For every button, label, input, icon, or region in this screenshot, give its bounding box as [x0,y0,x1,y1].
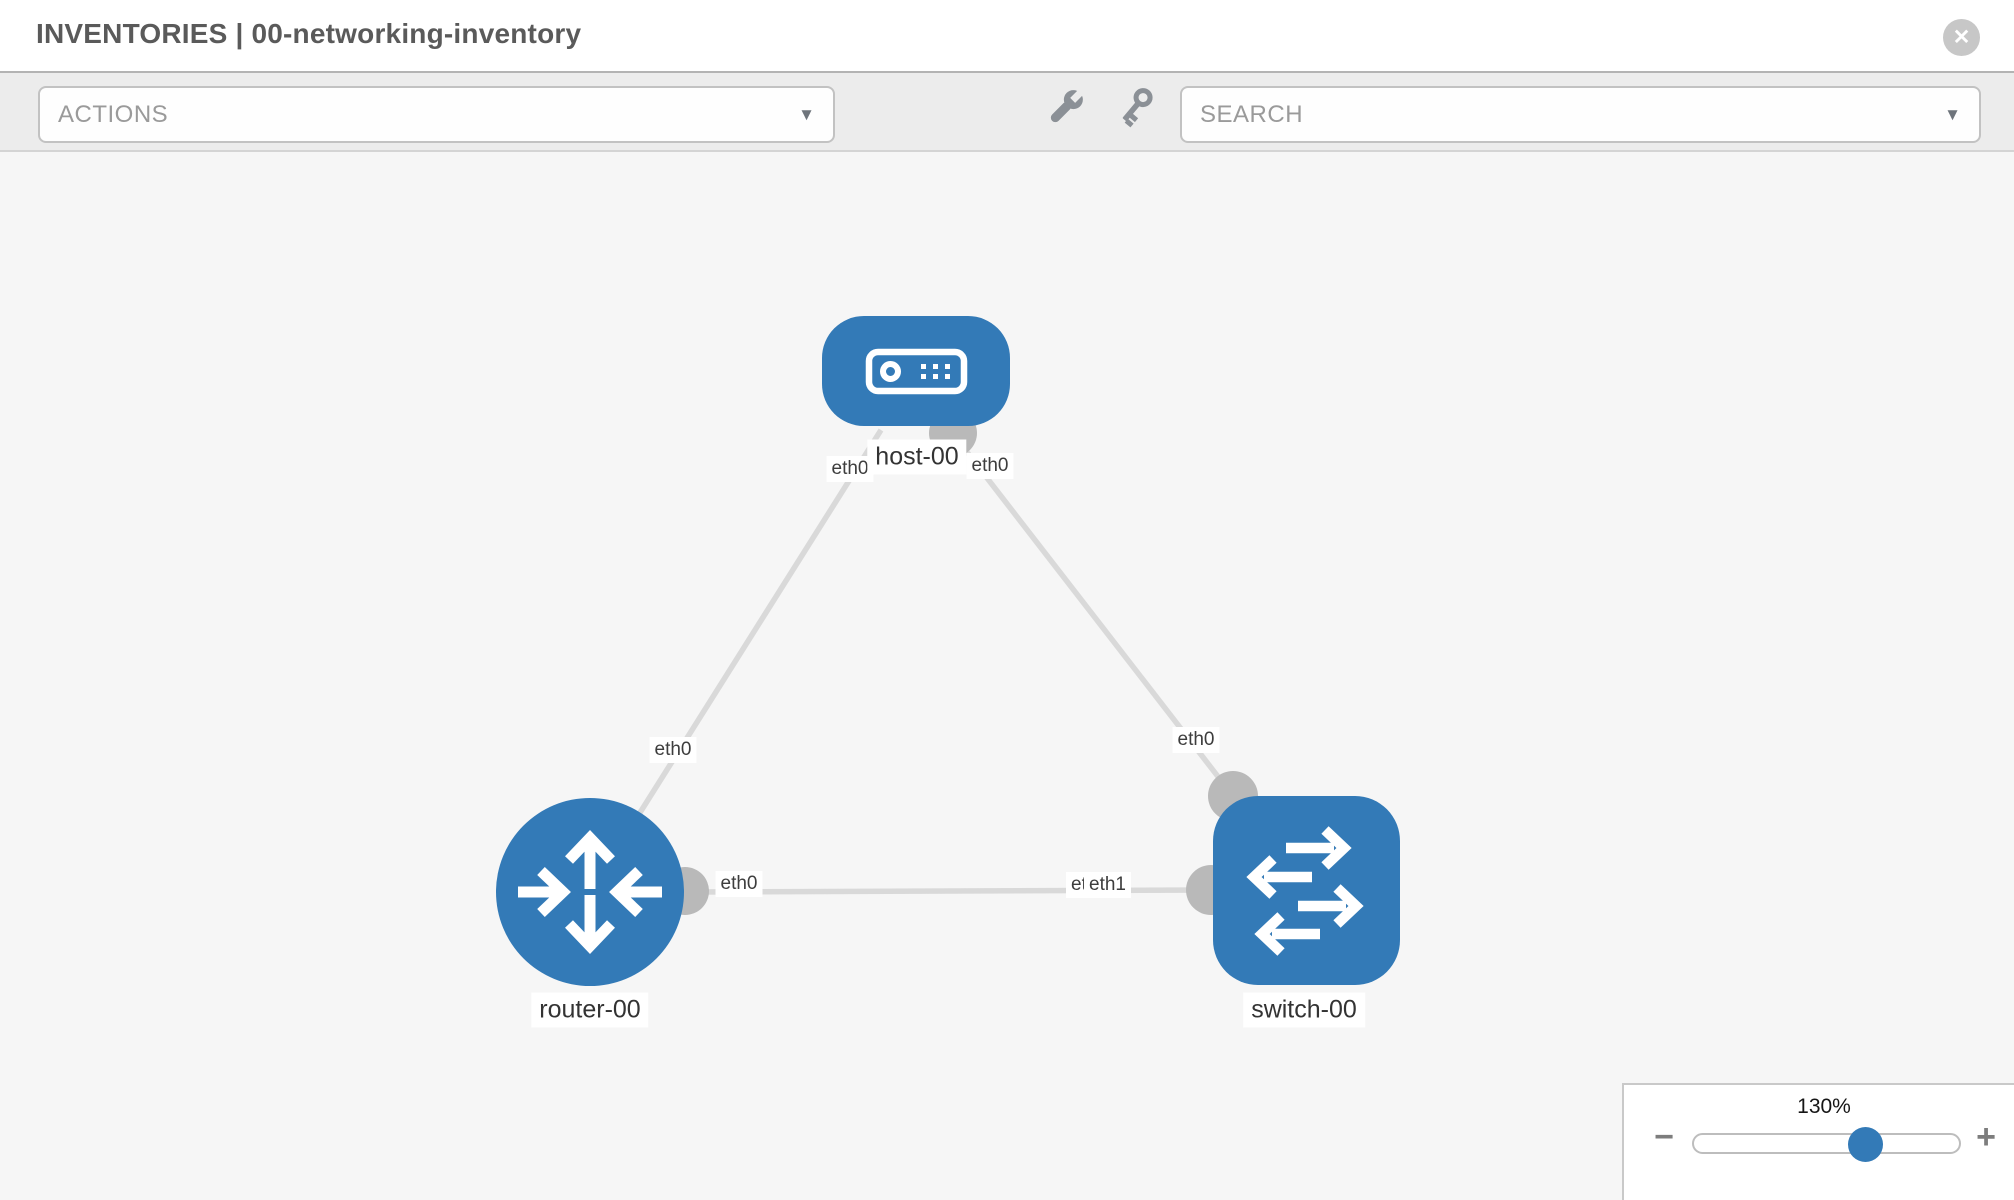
interface-label: eth0 [649,737,697,763]
node-label-router-00: router-00 [531,992,649,1028]
interface-label: eth0 [1172,727,1220,753]
interface-label: eth0 [966,453,1014,479]
actions-dropdown-label: ACTIONS [58,100,169,128]
page-title: INVENTORIES | 00-networking-inventory [36,18,582,49]
host-icon [865,348,968,395]
node-switch-00[interactable] [1213,796,1400,985]
zoom-level: 130% [1797,1095,1851,1118]
header-bar: INVENTORIES | 00-networking-inventory ✕ [0,0,2014,71]
search-dropdown[interactable]: SEARCH ▼ [1180,86,1981,143]
wrench-icon[interactable] [1045,84,1089,128]
zoom-out-button[interactable]: − [1654,1118,1674,1156]
interface-label: eth0 [715,871,763,897]
interface-label: eth0 [826,456,874,482]
node-host-00[interactable] [822,316,1010,426]
chevron-down-icon: ▼ [1944,104,1961,124]
close-icon: ✕ [1952,26,1971,49]
interface-label: eth1 [1084,872,1131,898]
toolbar: ACTIONS ▼ SEARCH ▼ [0,71,2014,152]
router-icon [518,830,662,954]
search-dropdown-label: SEARCH [1200,100,1304,128]
link-router-switch[interactable] [695,887,1212,895]
topology-canvas[interactable] [0,152,2014,1200]
links [587,428,1236,895]
key-icon[interactable] [1114,84,1158,128]
node-router-00[interactable] [496,798,684,986]
zoom-slider-track[interactable] [1692,1133,1961,1154]
close-button[interactable]: ✕ [1943,19,1980,56]
actions-dropdown[interactable]: ACTIONS ▼ [38,86,835,143]
zoom-in-button[interactable]: + [1976,1118,1996,1156]
node-label-host-00: host-00 [867,439,967,475]
switch-icon [1246,826,1364,956]
interface-points [661,409,1258,915]
zoom-control-panel: 130% − + [1622,1083,2014,1200]
zoom-slider-thumb[interactable] [1848,1127,1883,1162]
chevron-down-icon: ▼ [798,104,815,124]
node-label-switch-00: switch-00 [1243,992,1365,1028]
